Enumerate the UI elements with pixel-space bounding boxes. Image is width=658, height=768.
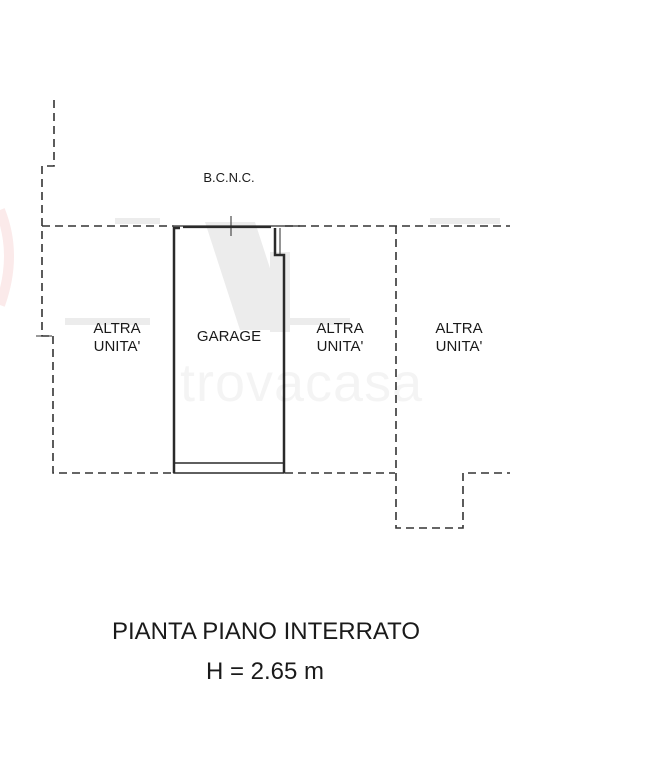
room-label-line2: UNITA' (435, 337, 483, 355)
room-label-line1: ALTRA (93, 320, 141, 337)
room-altra-unita-center: ALTRA UNITA' (285, 320, 395, 355)
room-label-line1: GARAGE (196, 328, 262, 345)
garage-walls (172, 216, 300, 474)
room-label-line2: UNITA' (93, 337, 141, 355)
trovacasa-watermark: trovacasa (180, 352, 423, 414)
room-altra-unita-right: ALTRA UNITA' (404, 320, 514, 355)
room-label-line1: ALTRA (435, 320, 483, 337)
common-area-label: B.C.N.C. (203, 170, 255, 185)
watermark-shadow (65, 218, 500, 332)
room-garage: GARAGE (174, 328, 284, 346)
ceiling-height: H = 2.65 m (205, 658, 325, 685)
room-label-line2: UNITA' (316, 337, 364, 355)
watermark-left-arc (0, 208, 14, 307)
unit-boundaries (41, 100, 510, 529)
plan-title: PIANTA PIANO INTERRATO (111, 618, 421, 645)
room-altra-unita-left: ALTRA UNITA' (62, 320, 172, 355)
room-label-line1: ALTRA (316, 320, 364, 337)
